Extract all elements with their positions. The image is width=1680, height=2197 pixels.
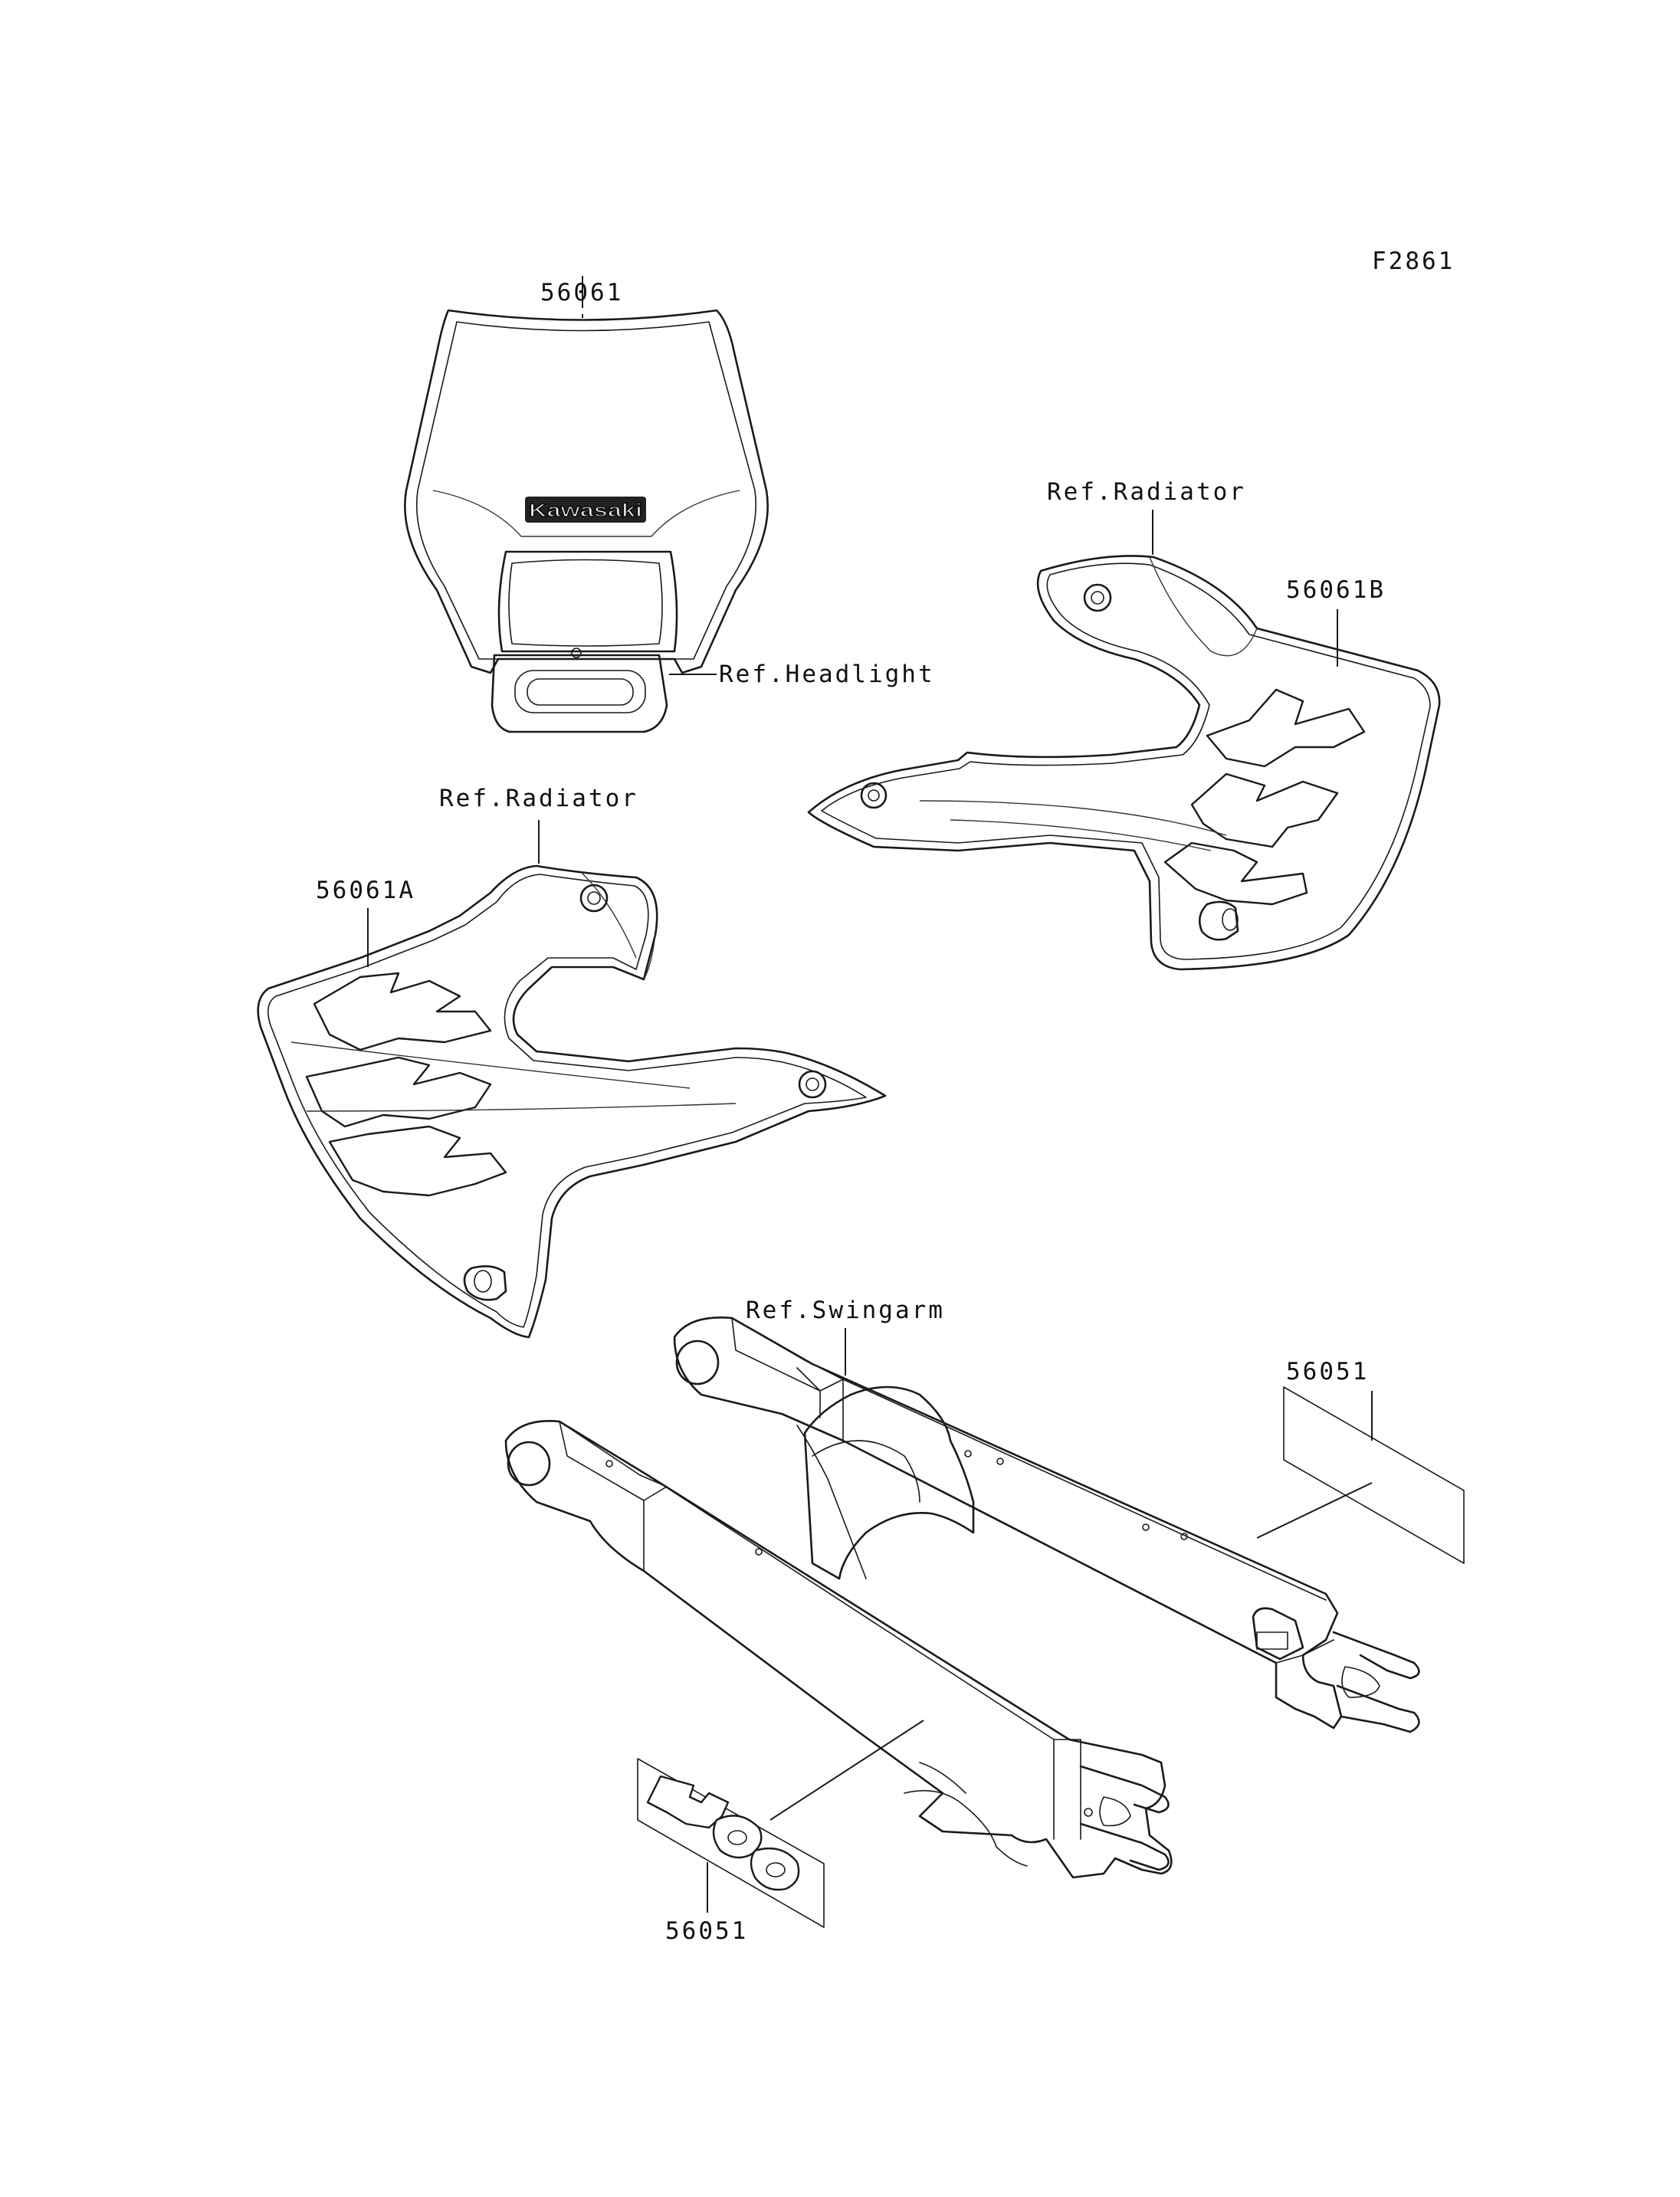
callout-56061A: 56061A xyxy=(316,877,415,904)
ref-radiator-right-label: Ref.Radiator xyxy=(1047,478,1246,506)
ref-swingarm-label: Ref.Swingarm xyxy=(746,1297,945,1324)
ref-radiator-left-label: Ref.Radiator xyxy=(439,785,638,812)
swingarm-decal-left-300-graphic xyxy=(637,1758,825,1928)
callout-56061B: 56061B xyxy=(1286,576,1386,604)
radiator-shroud-left xyxy=(257,864,887,1339)
callout-56051-left: 56051 xyxy=(665,1917,748,1945)
number-plate: Kawasaki xyxy=(404,309,769,733)
ref-headlight-label: Ref.Headlight xyxy=(719,661,935,688)
kawasaki-logo-text: Kawasaki xyxy=(529,500,642,521)
callout-56051-right: 56051 xyxy=(1286,1358,1369,1385)
figure-code: F2861 xyxy=(1372,248,1455,275)
swingarm xyxy=(504,1317,1420,1879)
radiator-shroud-right xyxy=(807,555,1441,971)
swingarm-decal-right xyxy=(1283,1386,1465,1564)
kawasaki-logo xyxy=(525,497,646,523)
callout-56061: 56061 xyxy=(540,279,623,307)
